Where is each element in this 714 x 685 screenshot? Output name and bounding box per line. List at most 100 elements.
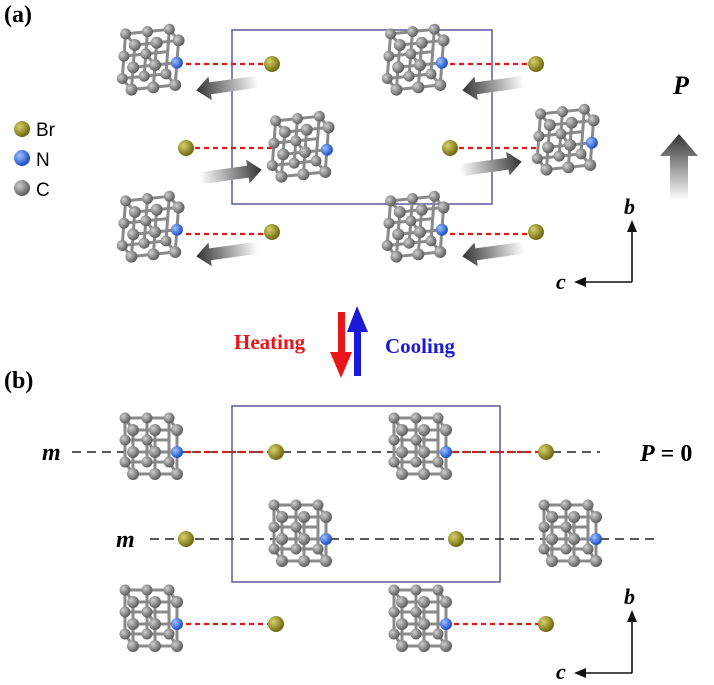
carbon-atom [163, 628, 175, 640]
carbon-atom [440, 468, 452, 480]
molecule [381, 23, 450, 96]
carbon-atom [312, 543, 324, 555]
carbon-atom [163, 584, 175, 596]
carbon-atom [127, 618, 139, 630]
carbon-atom [533, 130, 545, 142]
c-legend-icon [14, 180, 30, 196]
carbon-atom [383, 50, 395, 62]
carbon-atom [138, 237, 150, 249]
carbon-atom [410, 628, 422, 640]
n-legend-icon [14, 150, 30, 166]
carbon-atom [268, 543, 280, 555]
atom-legend: Br N C [14, 120, 56, 201]
carbon-atom [560, 499, 572, 511]
carbon-atom [543, 119, 556, 132]
carbon-atom [437, 34, 450, 47]
carbon-atom [290, 521, 302, 533]
br-legend-label: Br [36, 120, 56, 141]
bromine-atom [442, 140, 458, 156]
carbon-atom [171, 596, 183, 608]
carbon-atom [147, 81, 160, 94]
carbon-atom [425, 235, 437, 247]
carbon-atom [141, 412, 153, 424]
dipole-arrow [196, 75, 259, 101]
carbon-atom [127, 596, 139, 608]
carbon-atom [118, 217, 130, 229]
carbon-atom [418, 446, 430, 458]
carbon-atom [568, 555, 580, 567]
carbon-atom [410, 606, 422, 618]
carbon-atom [388, 412, 400, 424]
carbon-atom [565, 116, 578, 129]
carbon-atom [150, 36, 163, 49]
carbon-atom [390, 83, 403, 96]
carbon-atom [546, 511, 558, 523]
carbon-atom [390, 250, 403, 263]
molecule [531, 103, 600, 176]
carbon-atom [297, 168, 310, 181]
carbon-atom [568, 511, 580, 523]
carbon-atom [160, 235, 172, 247]
carbon-atom [535, 108, 547, 120]
bromine-atom [528, 56, 544, 72]
bromine-atom [538, 616, 554, 632]
axis-c-label-a: c [556, 269, 566, 294]
carbon-atom [396, 446, 408, 458]
bromine-atom [448, 531, 464, 547]
carbon-atom [141, 434, 153, 446]
carbon-atom [406, 26, 418, 38]
nitrogen-atom [435, 223, 448, 236]
nitrogen-atom [170, 56, 183, 69]
carbon-atom [160, 68, 172, 80]
carbon-atom [381, 239, 393, 251]
carbon-atom [298, 511, 310, 523]
carbon-atom [266, 159, 278, 171]
carbon-atom [410, 412, 422, 424]
bromine-atom [264, 224, 280, 240]
carbon-atom [116, 72, 128, 84]
carbon-atom [128, 206, 141, 219]
carbon-atom [268, 137, 280, 149]
nitrogen-atom [171, 446, 183, 458]
nitrogen-atom [590, 533, 602, 545]
nitrogen-atom [440, 446, 452, 458]
carbon-atom [568, 533, 580, 545]
carbon-atom [587, 114, 600, 127]
unit-cell-b [231, 405, 501, 583]
carbon-atom [437, 201, 450, 214]
carbon-atom [412, 81, 425, 94]
carbon-atom [381, 72, 393, 84]
carbon-atom [141, 193, 153, 205]
carbon-atom [322, 121, 335, 134]
carbon-atom [141, 26, 153, 38]
carbon-atom [388, 434, 400, 446]
carbon-atom [432, 584, 444, 596]
carbon-atom [290, 499, 302, 511]
carbon-atom [127, 468, 139, 480]
carbon-atom [138, 70, 150, 82]
carbon-atom [163, 23, 175, 35]
carbon-atom [432, 456, 444, 468]
polarization-zero-label: P = 0 [639, 441, 692, 467]
carbon-atom [555, 128, 567, 140]
carbon-atom [542, 141, 555, 154]
nitrogen-atom [435, 56, 448, 69]
molecule [538, 499, 602, 567]
carbon-atom [163, 456, 175, 468]
carbon-atom [120, 195, 132, 207]
carbon-atom [590, 511, 602, 523]
carbon-atom [150, 203, 163, 216]
carbon-atom [127, 61, 140, 74]
molecules-layer [116, 23, 602, 652]
carbon-atom [560, 521, 572, 533]
carbon-atom [383, 217, 395, 229]
carbon-atom [116, 239, 128, 251]
mirror-label-top: m [42, 440, 61, 466]
carbon-atom [418, 618, 430, 630]
panel-a-label: (a) [4, 2, 32, 28]
cooling-arrow [347, 306, 368, 376]
carbon-atom [125, 83, 138, 96]
carbon-atom [440, 424, 452, 436]
mirror-label-bottom: m [116, 527, 135, 553]
